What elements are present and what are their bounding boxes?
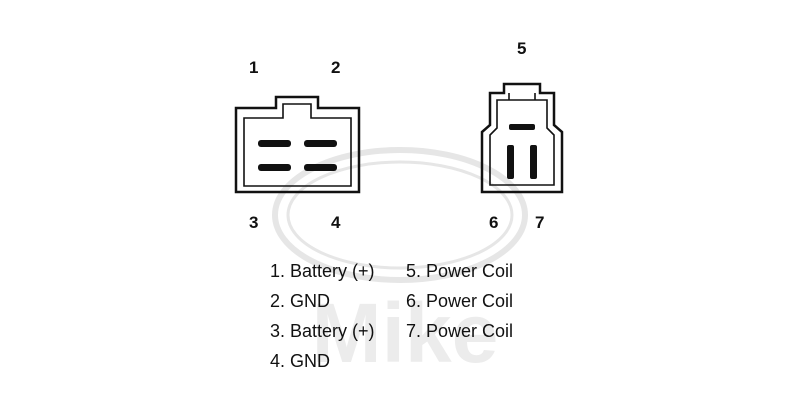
connector-3pin-latch [508,93,536,100]
connector-3pin-terminals [507,124,537,179]
pin-label-5: 5 [517,39,526,58]
terminal-5 [509,124,535,130]
connector-3pin [480,82,564,194]
terminal-7 [530,145,537,179]
connector-3pin-outer [480,82,564,194]
legend-item-4: 4. GND [270,351,331,371]
connector-4pin-inner [243,103,352,187]
legend-item-6: 6. Power Coil [406,291,514,311]
terminal-6 [507,145,514,179]
pin-label-2: 2 [331,58,340,77]
watermark-text: Mike [312,286,499,380]
terminal-3 [258,164,291,171]
pin-label-3: 3 [249,213,258,232]
legend-item-2: 2. GND [270,291,331,311]
legend-item-5: 5. Power Coil [406,261,514,281]
terminal-2 [304,140,337,147]
watermark-logo [272,147,528,283]
pin-label-6: 6 [489,213,498,232]
pin-label-1: 1 [249,58,258,77]
terminal-1 [258,140,291,147]
watermark-inner-ring [286,160,514,270]
legend-right-column: 5. Power Coil 6. Power Coil 7. Power Coi… [406,260,513,350]
pin-label-4: 4 [331,213,341,232]
legend-left-column: 1. Battery (+) 2. GND 3. Battery (+) 4. … [270,260,375,380]
legend-item-3: 3. Battery (+) [270,321,375,341]
legend-item-1: 1. Battery (+) [270,261,375,281]
connector-3pin-inner [489,99,555,186]
connector-4pin-outer [234,95,361,194]
pin-label-7: 7 [535,213,544,232]
watermark-ring [272,147,528,283]
connector-4pin [234,95,361,194]
terminal-4 [304,164,337,171]
legend-item-7: 7. Power Coil [406,321,514,341]
connector-4pin-terminals [258,140,337,171]
